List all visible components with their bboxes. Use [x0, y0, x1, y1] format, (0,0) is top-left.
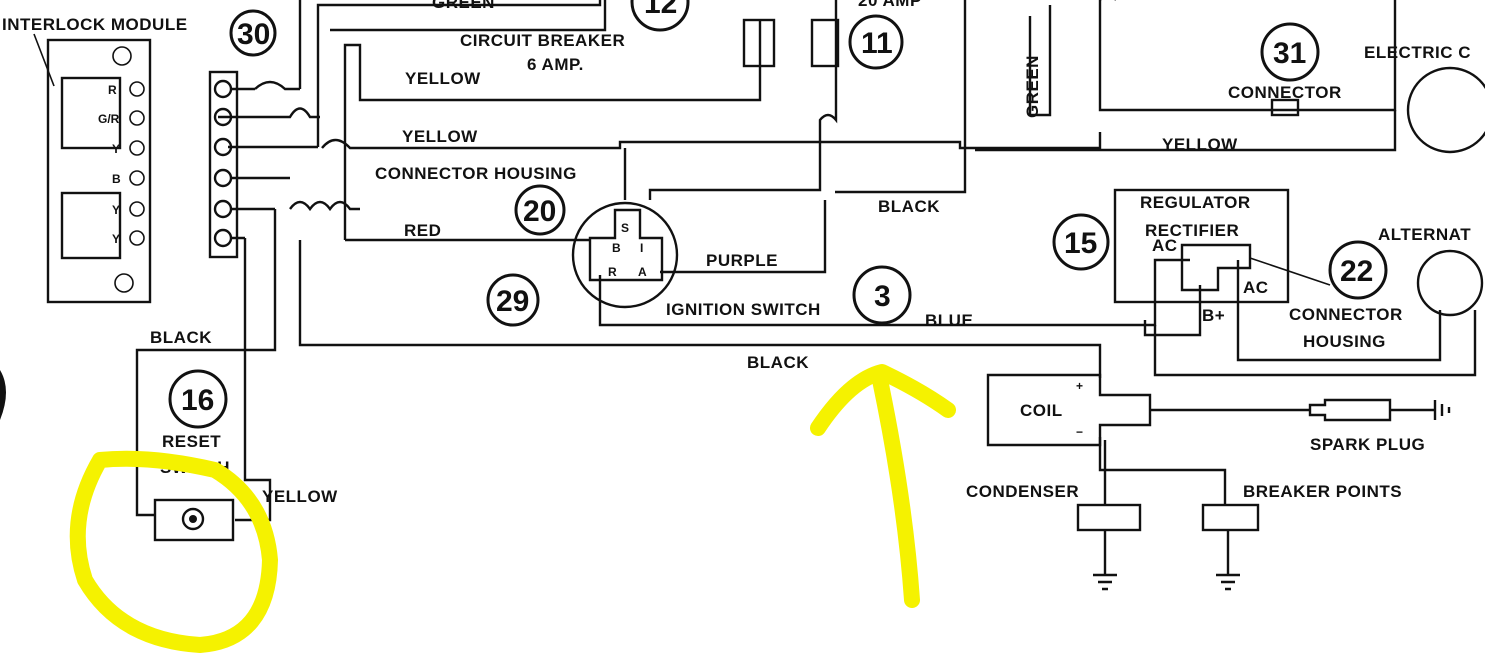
- label-spark-plug: SPARK PLUG: [1310, 435, 1425, 454]
- label-connector-housing: HOUSING: [1303, 332, 1386, 351]
- label-breaker-points: BREAKER POINTS: [1243, 482, 1402, 501]
- label-red: RED: [404, 221, 441, 240]
- label-20-amp: 20 AMP: [858, 0, 922, 10]
- connector-31: [1270, 98, 1300, 117]
- interlock-module: [33, 33, 152, 304]
- label-black: BLACK: [747, 353, 809, 372]
- label-circuit-breaker: CIRCUIT BREAKER: [460, 31, 625, 50]
- label-yellow: YELLOW: [405, 69, 481, 88]
- callout-16: 16: [181, 384, 214, 417]
- label-ac: AC: [1243, 278, 1269, 297]
- label-black: BLACK: [150, 328, 212, 347]
- highlight-circle: [69, 450, 278, 653]
- callout-11: 11: [861, 27, 893, 60]
- label-regulator: REGULATOR: [1140, 193, 1251, 212]
- alternator: [1416, 249, 1484, 317]
- terminal-s: S: [621, 221, 629, 235]
- module-pins: R G/R Y B Y Y: [98, 81, 145, 246]
- label-rectifier: RECTIFIER: [1145, 221, 1239, 240]
- spark-plug: [1308, 398, 1451, 422]
- label-coil-minus: −: [1076, 425, 1083, 439]
- pin-label: Y: [112, 203, 120, 217]
- callout-3: 3: [874, 280, 891, 313]
- wires: [135, 0, 1477, 575]
- label-ac: AC: [1152, 236, 1178, 255]
- label-b-plus: B+: [1202, 306, 1225, 325]
- callout-15: 15: [1064, 227, 1097, 260]
- coil: [986, 373, 1152, 447]
- label-condenser: CONDENSER: [966, 482, 1079, 501]
- label-connector-housing: CONNECTOR: [1289, 305, 1403, 324]
- callout-31: 31: [1273, 37, 1306, 70]
- reset-switch: [153, 498, 235, 542]
- label-yellow: YELLOW: [1162, 135, 1238, 154]
- label-green-vertical: GREEN: [1023, 55, 1042, 118]
- pin-label: Y: [112, 142, 120, 156]
- ignition-switch: S B I R A: [571, 201, 679, 309]
- label-purple: PURPLE: [706, 251, 778, 270]
- label-green-top: GREEN: [432, 0, 495, 12]
- interlock-module-label: INTERLOCK MODULE: [2, 15, 188, 34]
- label-connector-housing: CONNECTOR HOUSING: [375, 164, 577, 183]
- label-connector: CONNECTOR: [1228, 83, 1342, 102]
- terminal-i: I: [640, 241, 643, 255]
- circuit-breaker: [742, 18, 776, 68]
- fuse-20-amp: [810, 18, 840, 68]
- callout-22: 22: [1340, 255, 1373, 288]
- label-coil: COIL: [1020, 401, 1063, 420]
- label-black: BLACK: [878, 197, 940, 216]
- condenser: [1076, 503, 1142, 532]
- label-blue: BLUE: [925, 311, 973, 330]
- terminal-b: B: [612, 241, 621, 255]
- breaker-points: [1201, 503, 1260, 532]
- pin-label: R: [108, 83, 117, 97]
- label-alternator: ALTERNAT: [1378, 225, 1471, 244]
- connector-30-strip: [208, 70, 239, 259]
- highlight-annotations: [69, 364, 956, 653]
- highlight-arrow: [810, 364, 956, 608]
- label-coil-plus: +: [1076, 379, 1083, 393]
- regulator-rectifier: [1113, 188, 1331, 304]
- edge-mark: [0, 370, 6, 420]
- terminal-r: R: [608, 265, 617, 279]
- terminal-a: A: [638, 265, 647, 279]
- label-yellow: YELLOW: [262, 487, 338, 506]
- callout-29: 29: [496, 285, 529, 318]
- ground-icon: [1093, 573, 1240, 591]
- pin-label: B: [112, 172, 121, 186]
- label-yellow: YELLOW: [402, 127, 478, 146]
- label-ignition-switch: IGNITION SWITCH: [666, 300, 821, 319]
- label-electric-clutch: ELECTRIC C: [1364, 43, 1471, 62]
- electric-clutch: [1406, 66, 1485, 154]
- pin-label: G/R: [98, 112, 120, 126]
- pin-label: Y: [112, 232, 120, 246]
- label-6-amp: 6 AMP.: [527, 55, 584, 74]
- callout-30: 30: [237, 18, 270, 51]
- callouts: 30 12 11 20 29 3 16 31 15 22: [168, 0, 1388, 429]
- callout-20: 20: [523, 195, 556, 228]
- label-reset: RESET: [162, 432, 221, 451]
- callout-12: 12: [644, 0, 677, 20]
